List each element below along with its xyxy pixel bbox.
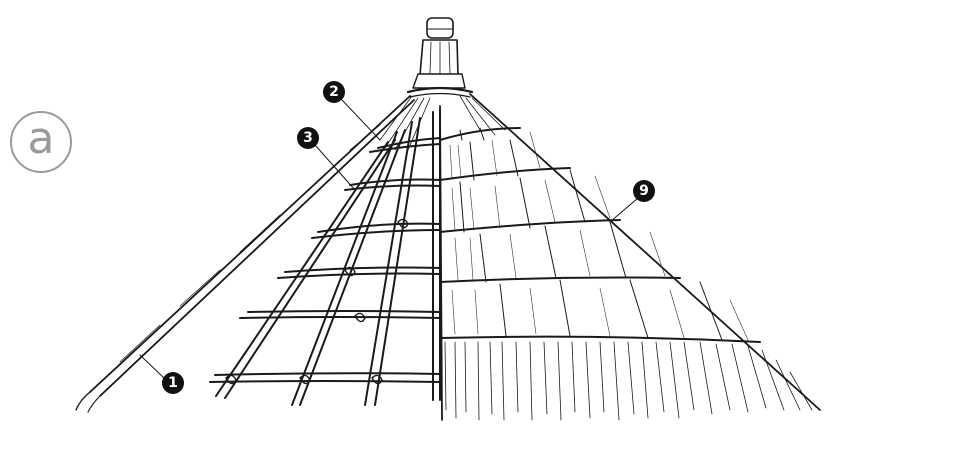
- roof-lattice-frame: [216, 110, 440, 405]
- thatch-binding-rows: [440, 128, 760, 342]
- callout-9: 9: [633, 180, 655, 202]
- callout-3: 3: [297, 127, 319, 149]
- thatch-straw: [450, 132, 748, 340]
- rafter-pole: [76, 96, 414, 412]
- thatch-vertical-seams: [460, 128, 722, 340]
- callout-1: 1: [162, 372, 184, 394]
- callout-2: 2: [323, 81, 345, 103]
- panel-letter-badge: a: [10, 111, 72, 173]
- apex-thatch: [380, 96, 505, 150]
- roof-finial: [408, 18, 472, 97]
- thatch-outline: [440, 94, 820, 420]
- panel-letter: a: [28, 117, 55, 161]
